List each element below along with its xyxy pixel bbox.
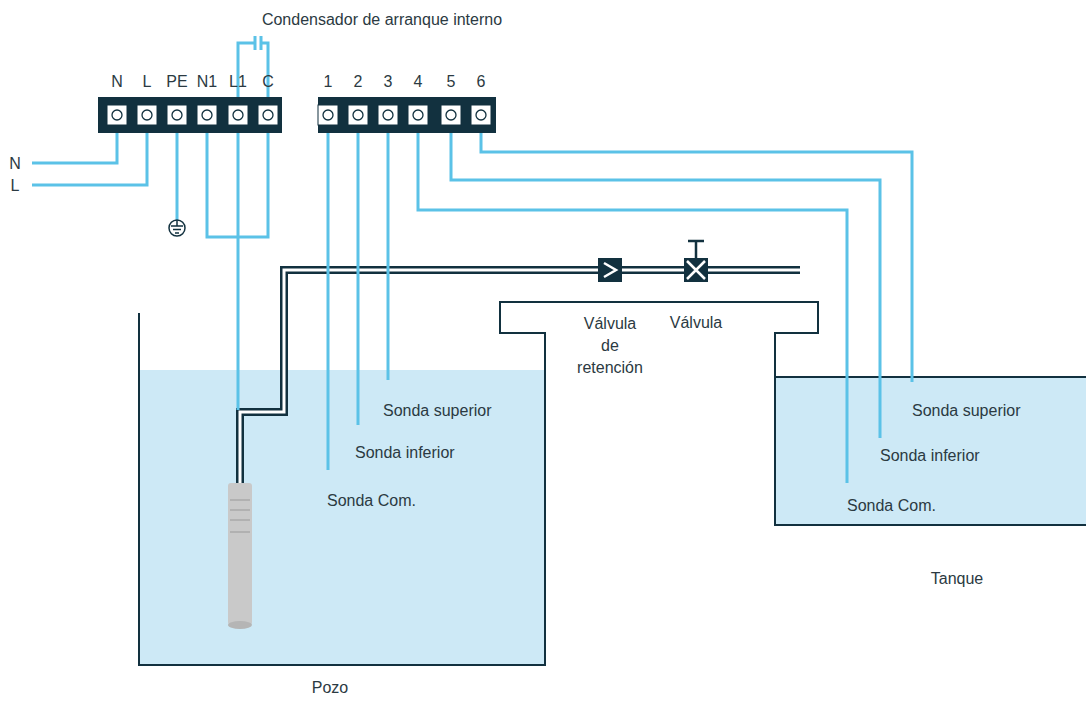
region-name: Pozo <box>312 679 348 697</box>
terminal-number: 6 <box>477 72 486 91</box>
pipe-outer <box>240 270 800 485</box>
submersible-pump <box>228 483 252 625</box>
check-valve <box>598 258 622 282</box>
power-terminal-block <box>98 97 282 133</box>
terminal-number: 2 <box>354 72 363 91</box>
probe-label: Sonda superior <box>912 401 1021 420</box>
region-name: Tanque <box>931 570 984 588</box>
terminal-name: PE <box>166 72 187 91</box>
terminal-name: L1 <box>229 72 247 91</box>
supply-line-name: N <box>9 154 21 173</box>
valve-handle <box>688 241 704 258</box>
terminal-number: 3 <box>384 72 393 91</box>
tank-water <box>775 377 1086 525</box>
wires <box>32 36 912 483</box>
valve <box>684 258 708 282</box>
component-label: Válvula de retención <box>573 313 647 379</box>
terminal-screw-heads <box>112 110 486 120</box>
terminal-name: C <box>262 72 274 91</box>
probe-terminal-block <box>318 97 496 133</box>
tank-surface <box>775 376 1086 378</box>
component-label: Válvula <box>670 313 722 332</box>
structure-outline <box>500 302 1086 665</box>
ground-lines <box>171 220 183 233</box>
terminal-name: L <box>143 72 152 91</box>
valve-cross <box>687 261 705 279</box>
terminal-screws <box>107 105 491 125</box>
supply-line-name: L <box>11 176 20 195</box>
well-outline <box>139 313 545 665</box>
probe-label: Sonda Com. <box>847 496 936 515</box>
ground-symbol <box>169 220 185 236</box>
pump-stages <box>230 500 250 532</box>
terminal-number: 5 <box>447 72 456 91</box>
terminal-name: N <box>111 72 123 91</box>
pipe-inner <box>240 270 800 485</box>
probe-label: Sonda inferior <box>355 443 455 462</box>
terminal-number: 4 <box>414 72 423 91</box>
probe-label: Sonda Com. <box>327 491 416 510</box>
pump-base <box>228 621 252 629</box>
well-water <box>139 370 545 665</box>
check-valve-arrow <box>604 263 616 277</box>
probe-label: Sonda inferior <box>880 446 980 465</box>
terminal-name: N1 <box>197 72 217 91</box>
probe-label: Sonda superior <box>383 401 492 420</box>
terminal-number: 1 <box>324 72 333 91</box>
component-label: Condensador de arranque interno <box>262 10 502 29</box>
